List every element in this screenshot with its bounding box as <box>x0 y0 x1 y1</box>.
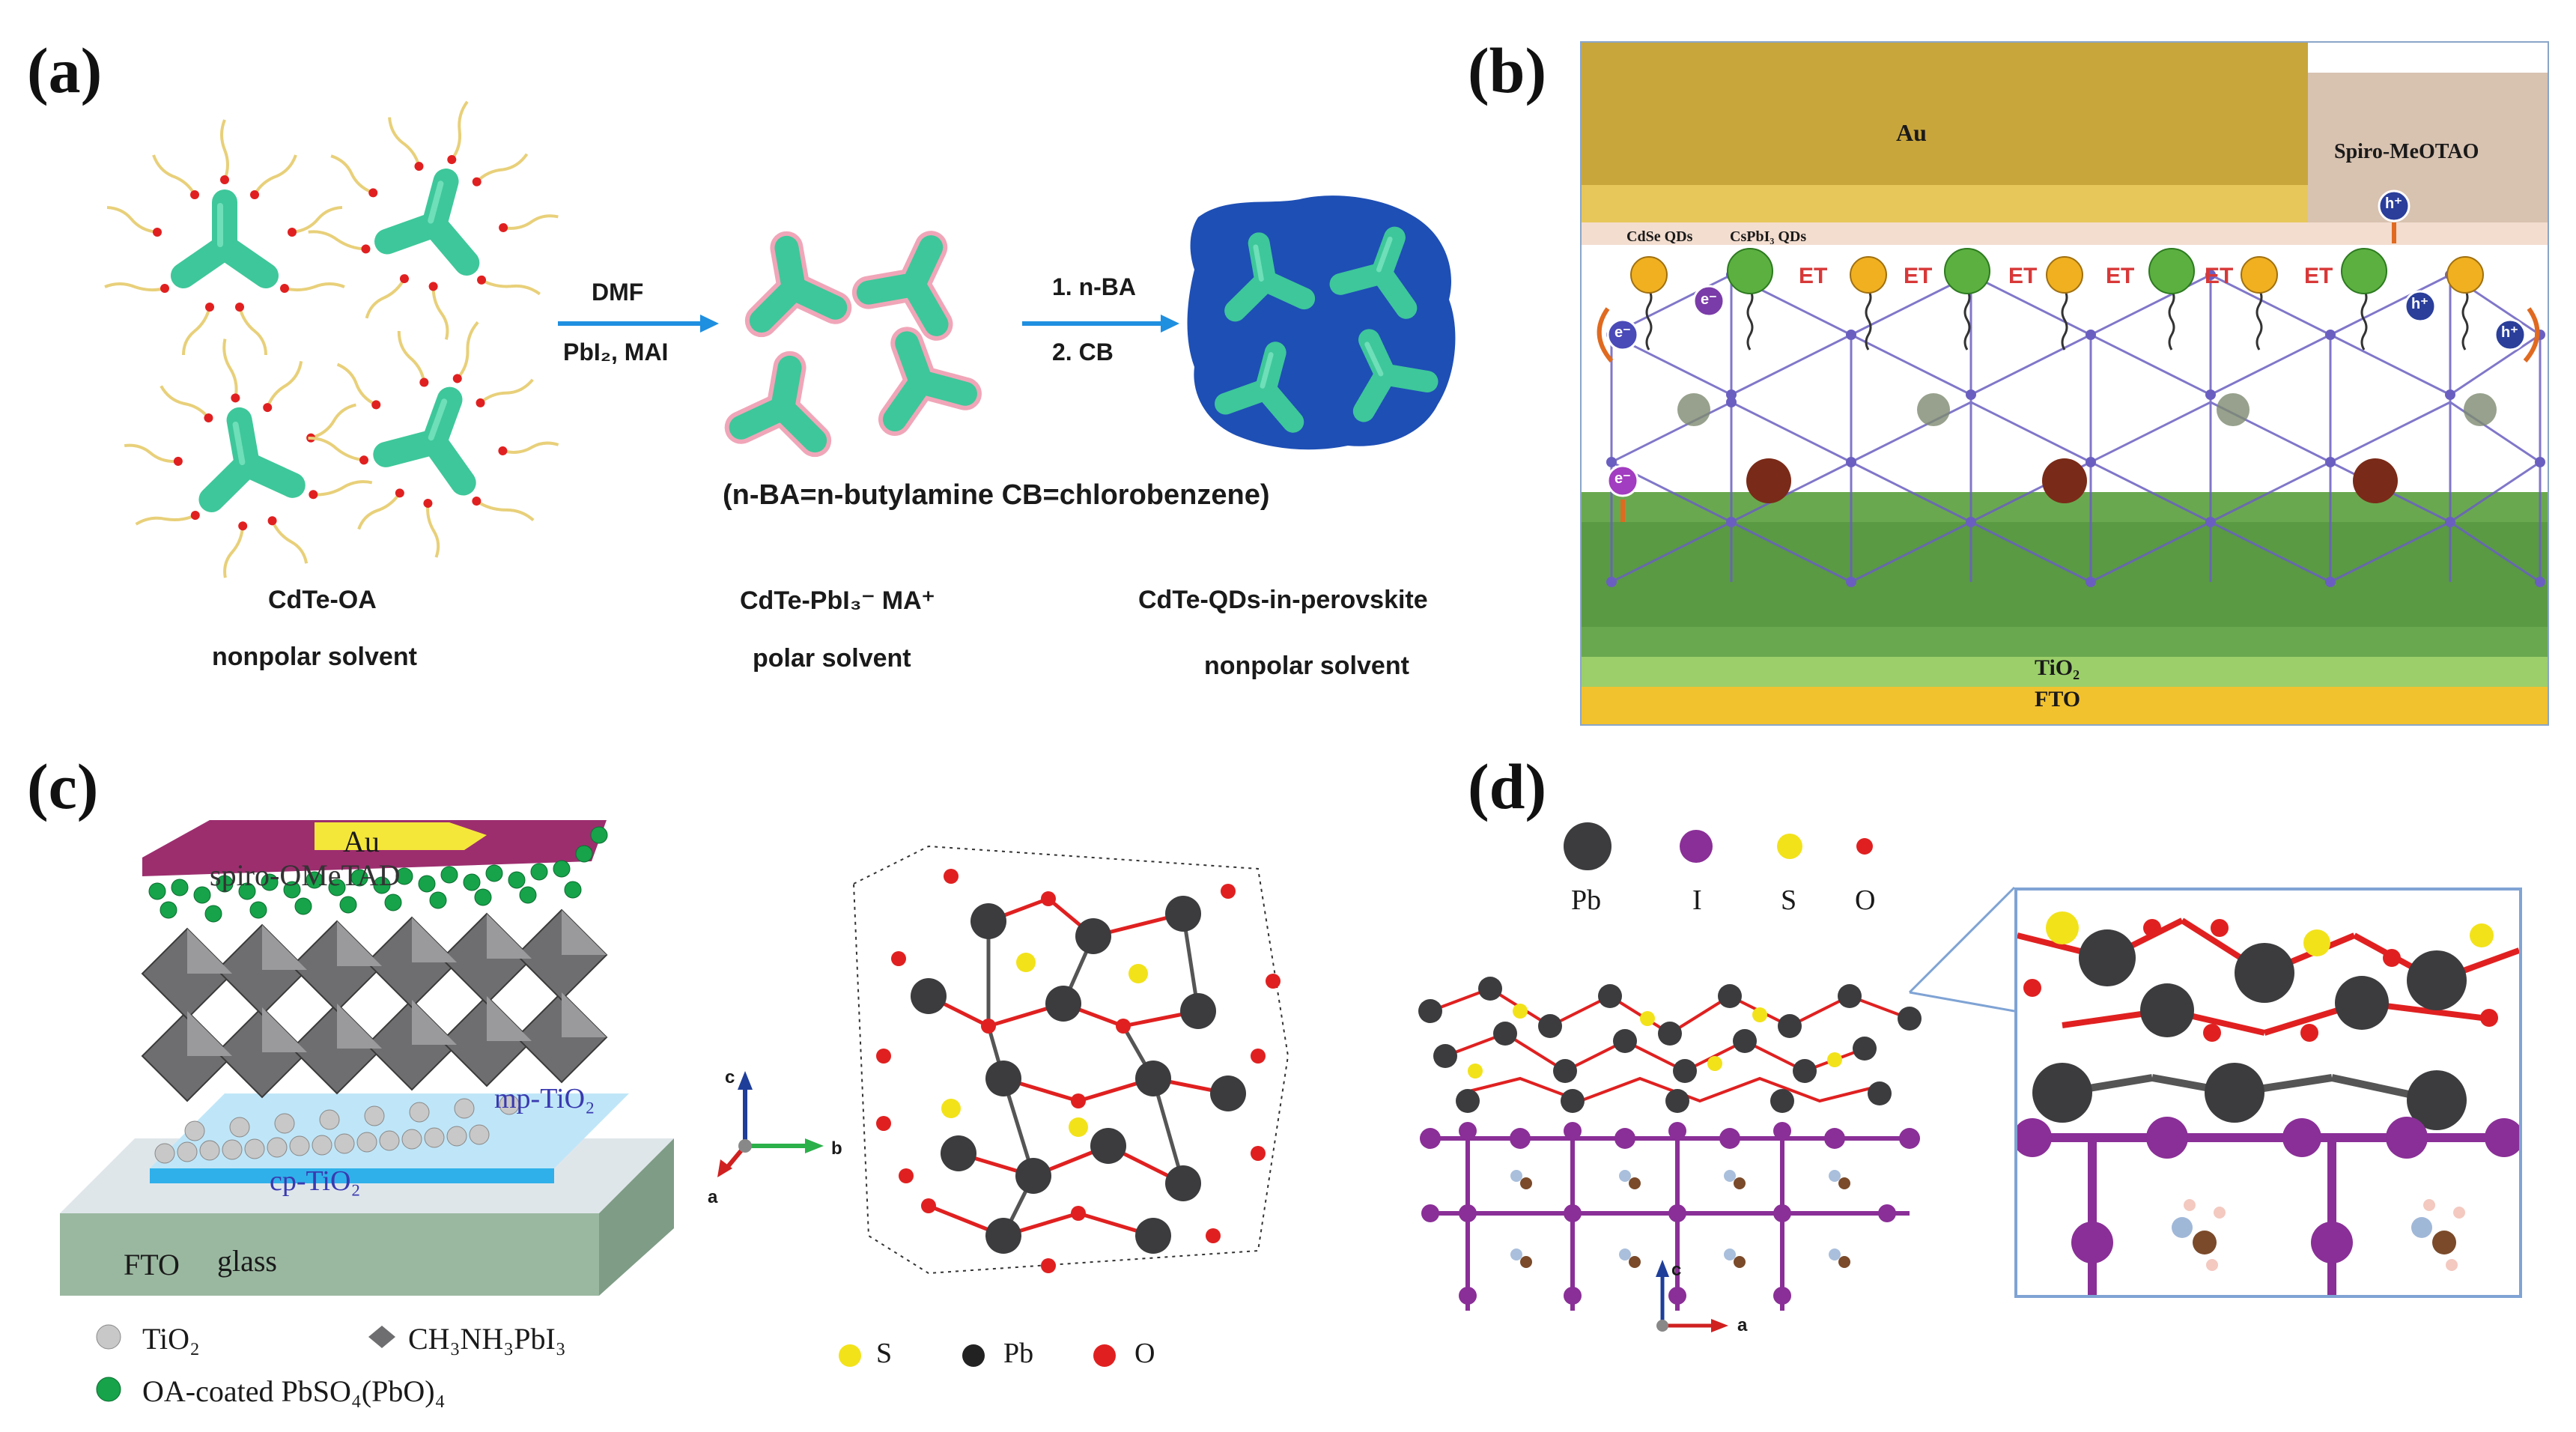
step1-reagent-bottom: PbI₂, MAI <box>563 339 669 365</box>
abbreviation-note: (n-BA=n-butylamine CB=chlorobenzene) <box>723 479 1270 511</box>
et-label-2: ET <box>1904 264 1933 288</box>
d-interface-structure <box>1418 977 1922 1311</box>
panel-a-illustration <box>103 69 1456 593</box>
d-legend-o: O <box>1855 885 1876 916</box>
ligand-chains <box>1645 289 2469 351</box>
tio2-layer-label: TiO₂ <box>2035 655 2080 680</box>
d-axis-c-label: c <box>1671 1260 1682 1280</box>
hole-symbol-3: h⁺ <box>2501 324 2518 341</box>
panel-label-c: (c) <box>27 750 99 822</box>
panel-c-device-stack <box>60 820 674 1296</box>
c-crystal-structure <box>852 845 1289 1275</box>
stage2-name: CdTe-PbI₃⁻ MA⁺ <box>740 586 935 615</box>
panel-label-b: (b) <box>1468 34 1547 106</box>
cdse-qds-label: CdSe QDs <box>1626 228 1693 245</box>
d-zoom-callout <box>1908 886 2016 1013</box>
c-crystal-legend-s: S <box>876 1338 893 1369</box>
panel-c: Au spiro-OMeTAD mp-TiO₂ cp-TiO₂ FTO glas… <box>0 809 1423 1431</box>
hole-symbol-2: h⁺ <box>2411 296 2428 312</box>
perovskite-octahedra <box>141 908 608 1102</box>
c-crystal-legend-markers <box>839 1344 1116 1367</box>
au-layer-label: Au <box>1896 119 1927 146</box>
c-au-label: Au <box>343 825 380 858</box>
tio2-spheres <box>154 1094 520 1164</box>
panel-label-d: (d) <box>1468 750 1547 822</box>
c-legend-markers <box>96 1324 395 1402</box>
arrow-step1 <box>558 315 719 333</box>
c-axis-c-label: c <box>725 1067 735 1087</box>
et-label-1: ET <box>1799 264 1828 288</box>
stage3-solvent: nonpolar solvent <box>1204 652 1409 680</box>
quantum-dots <box>1630 248 2484 294</box>
d-element-legend-markers <box>1564 822 1873 870</box>
et-label-6: ET <box>2304 264 2333 288</box>
charge-carriers <box>1597 189 2540 522</box>
et-label-4: ET <box>2106 264 2135 288</box>
c-axis-triad <box>717 1071 824 1177</box>
panel-b-device-schematic <box>1582 43 2548 724</box>
c-axis-a-label: a <box>708 1187 718 1207</box>
d-legend-pb: Pb <box>1571 885 1602 916</box>
electron-symbol-1: e⁻ <box>1614 324 1631 341</box>
stage1-name: CdTe-OA <box>268 586 377 614</box>
electron-symbol-2: e⁻ <box>1701 291 1717 308</box>
c-legend-tio2: TiO₂ <box>142 1322 200 1356</box>
et-label-5: ET <box>2205 264 2234 288</box>
hole-symbol-1: h⁺ <box>2385 195 2402 212</box>
step1-reagent-top: DMF <box>592 279 644 306</box>
panel-b: Au Spiro-MeOTAO CdSe QDs CsPbI₃ QDs ET E… <box>1580 41 2549 726</box>
d-axis-triad <box>1656 1260 1728 1332</box>
qds-in-perovskite <box>1187 195 1456 450</box>
c-legend-mapbi3: CH₃NH₃PbI₃ <box>408 1322 566 1356</box>
et-label-3: ET <box>2008 264 2038 288</box>
c-spiro-label: spiro-OMeTAD <box>210 858 401 892</box>
c-fto-label: FTO <box>124 1248 180 1281</box>
c-legend-oa: OA-coated PbSO₄(PbO)₄ <box>142 1374 446 1408</box>
panel-a: DMF PbI₂, MAI 1. n-BA 2. CB (n-BA=n-buty… <box>0 0 1468 719</box>
stage3-name: CdTe-QDs-in-perovskite <box>1138 586 1428 614</box>
d-zoom-inset <box>2014 888 2522 1298</box>
arrow-step2 <box>1022 315 1179 333</box>
panel-label-a: (a) <box>27 34 103 106</box>
cation-spheres <box>1677 393 2497 503</box>
c-glass-label: glass <box>217 1244 277 1278</box>
d-axis-a-label: a <box>1737 1315 1748 1335</box>
step2-reagent-bottom: 2. CB <box>1052 339 1114 365</box>
electron-symbol-3: e⁻ <box>1614 470 1631 487</box>
panel-d: Pb I S O <box>1393 809 2569 1431</box>
stage1-solvent: nonpolar solvent <box>212 643 417 671</box>
c-mp-tio2-label: mp-TiO₂ <box>494 1083 595 1114</box>
c-axis-b-label: b <box>831 1138 842 1159</box>
cspbi3-qds-label: CsPbI₃ QDs <box>1730 228 1807 245</box>
c-cp-tio2-label: cp-TiO₂ <box>270 1165 361 1197</box>
spiro-layer-label: Spiro-MeOTAO <box>2334 140 2479 163</box>
cdte-oa-particles <box>103 69 592 593</box>
step2-reagent-top: 1. n-BA <box>1052 273 1136 300</box>
oa-coated-spheres <box>148 826 608 923</box>
fto-layer-label: FTO <box>2035 687 2081 712</box>
d-legend-s: S <box>1781 885 1797 916</box>
c-crystal-legend-o: O <box>1134 1338 1155 1369</box>
stage2-solvent: polar solvent <box>753 644 911 673</box>
c-crystal-legend-pb: Pb <box>1003 1338 1034 1369</box>
d-legend-i: I <box>1692 885 1702 916</box>
cdte-pbi3-particles <box>741 231 965 440</box>
